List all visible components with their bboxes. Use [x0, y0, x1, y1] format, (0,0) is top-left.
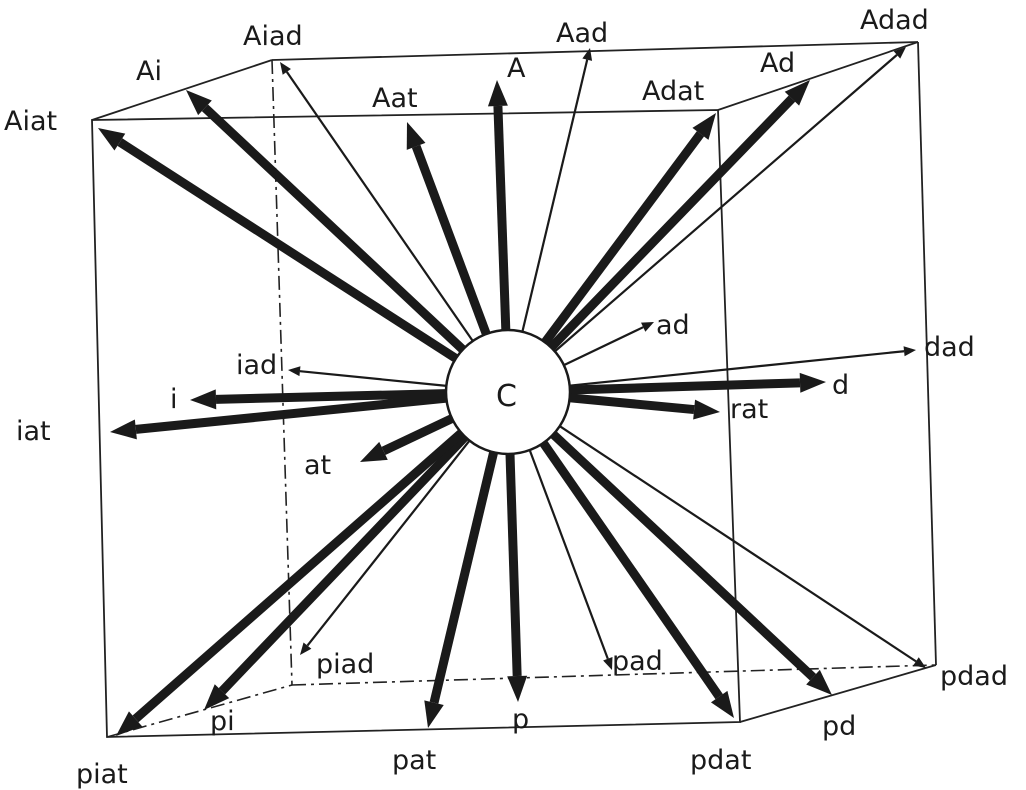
arrowhead-piat — [116, 711, 143, 736]
label-at: at — [304, 450, 331, 481]
edge-top-right-depth — [717, 41, 919, 111]
edge-top-left-depth — [91, 59, 273, 121]
label-d: d — [832, 370, 849, 401]
arrow-pat — [429, 447, 499, 704]
label-p: p — [512, 704, 529, 735]
arrow-pdad — [555, 423, 917, 663]
arrow-d — [565, 378, 801, 395]
arrow-piat — [132, 426, 468, 723]
arrowhead-a — [487, 80, 508, 107]
label-aiat: Aiat — [4, 106, 57, 137]
arrow-p — [505, 449, 522, 677]
arrowhead-adat — [692, 113, 716, 140]
arrowhead-ad — [784, 80, 810, 106]
arrow-aiat — [117, 138, 462, 365]
arrow-ai — [201, 104, 469, 356]
arrowhead-pdad — [913, 657, 926, 668]
label-ad: Ad — [760, 48, 795, 79]
arrow-aiad — [285, 71, 476, 345]
center-circle — [444, 328, 572, 456]
arrow-iat — [135, 393, 451, 434]
label-iat: iat — [16, 416, 51, 447]
arrowhead-at — [360, 441, 388, 462]
center-node: C — [444, 328, 572, 456]
labels-group: Aiat Ai Aiad Aat A Aad Adat Ad Adad ad d… — [4, 5, 1008, 790]
arrow-pad — [527, 445, 609, 660]
arrowhead-rat — [693, 399, 720, 420]
arrow-piad — [306, 436, 473, 647]
arrowhead-aad — [582, 48, 593, 61]
label-ai: Ai — [136, 56, 162, 87]
arrowhead-pat — [424, 700, 444, 728]
arrow-aat — [411, 144, 492, 340]
arrowhead-pd — [806, 669, 832, 695]
arrowhead-pdat — [710, 690, 734, 718]
label-dad: dad — [924, 332, 975, 363]
arrowhead-iad — [288, 366, 301, 377]
arrowhead-d — [799, 372, 826, 393]
edge-back-right — [917, 41, 937, 666]
label-aad: Aad — [556, 18, 608, 49]
arrowhead-iat — [110, 419, 137, 440]
label-pad: pad — [612, 646, 663, 677]
arrow-dad — [565, 350, 905, 388]
label-adat: Adat — [642, 76, 704, 107]
arrowhead-aiat — [98, 128, 126, 151]
label-rat: rat — [730, 394, 768, 425]
label-pd: pd — [822, 711, 856, 742]
arrows-group — [98, 47, 926, 736]
arrowhead-dad — [903, 346, 916, 357]
arrowhead-aat — [406, 122, 426, 150]
arrowhead-i — [190, 389, 217, 410]
arrowhead-adad — [893, 47, 906, 59]
arrowhead-pi — [204, 684, 230, 710]
arrow-i — [215, 388, 451, 404]
arrowhead-ai — [186, 90, 212, 116]
arrow-pi — [218, 430, 472, 695]
label-i: i — [170, 384, 178, 415]
edge-bottom-right-depth — [739, 664, 937, 723]
arrowhead-pad — [603, 657, 613, 670]
label-aat: Aat — [372, 83, 418, 114]
label-pdat: pdat — [690, 745, 751, 776]
label-piad: piad — [316, 649, 374, 680]
label-iad: iad — [236, 350, 277, 381]
label-pdad: pdad — [940, 661, 1008, 692]
arrow-at — [381, 412, 458, 455]
arrow-ad-face — [559, 326, 644, 368]
arrow-a — [493, 105, 511, 335]
label-a: A — [507, 53, 526, 84]
arrow-ad — [545, 95, 796, 354]
arrowhead-aiad — [280, 62, 291, 75]
arrow-iad — [299, 370, 451, 388]
arrow-adad — [551, 54, 898, 355]
arrow-aad — [520, 59, 589, 336]
label-piat: piat — [76, 759, 128, 790]
arrow-adat — [539, 131, 705, 349]
arrow-pd — [547, 428, 817, 681]
arrow-pdat — [537, 437, 723, 700]
label-pi: pi — [210, 706, 235, 737]
hidden-edge-bottom-left-depth — [106, 684, 293, 738]
label-ad-face: ad — [656, 310, 690, 341]
center-label: C — [496, 379, 517, 414]
label-aiad: Aiad — [243, 21, 303, 52]
arrowhead-ad-face — [641, 322, 654, 332]
label-adad: Adad — [860, 5, 929, 36]
arrowhead-p — [507, 675, 528, 702]
label-pat: pat — [392, 745, 436, 776]
edge-back-top — [271, 41, 919, 61]
arrowhead-piad — [300, 642, 312, 655]
arrow-rat — [565, 392, 695, 415]
